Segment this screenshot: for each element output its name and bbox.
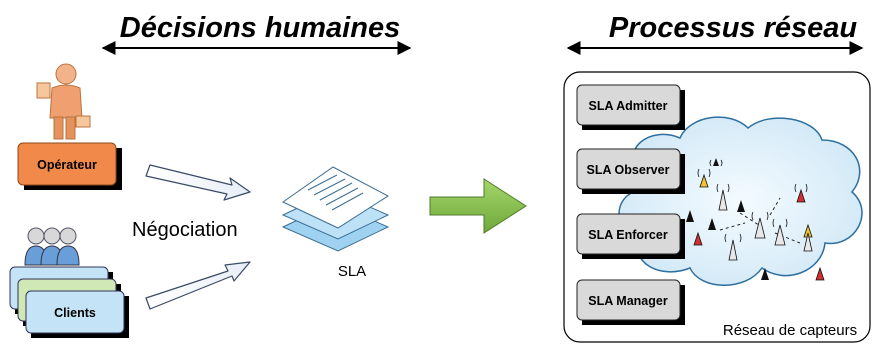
svg-text:SLA Enforcer: SLA Enforcer — [588, 228, 668, 242]
negotiation-label: Négociation — [132, 219, 238, 241]
svg-text:SLA Admitter: SLA Admitter — [589, 99, 668, 113]
module-sla-enforcer: SLA Enforcer — [576, 213, 685, 259]
clients-box-stack — [9, 266, 129, 338]
module-sla-admitter: SLA Admitter — [576, 84, 685, 130]
svg-text:SLA Manager: SLA Manager — [588, 294, 668, 308]
left-title: Décisions humaines — [120, 12, 400, 44]
module-sla-manager: SLA Manager — [576, 279, 685, 325]
module-sla-observer: SLA Observer — [576, 148, 685, 194]
process-arrow — [429, 178, 527, 234]
sla-document-icon — [281, 166, 390, 252]
negotiation-arrow-top — [145, 164, 251, 201]
sla-label: SLA — [338, 263, 366, 280]
operator-label: Opérateur — [37, 158, 97, 172]
sensor-nodes — [686, 158, 825, 281]
right-title: Processus réseau — [609, 12, 858, 44]
negotiation-arrow-bottom — [145, 261, 251, 310]
clients-label: Clients — [54, 306, 96, 320]
clients-people-icon — [24, 227, 80, 266]
sensor-network-label: Réseau de capteurs — [723, 322, 857, 339]
svg-text:SLA Observer: SLA Observer — [587, 163, 670, 177]
operator-person-icon — [36, 63, 91, 140]
operator-box — [17, 142, 117, 186]
